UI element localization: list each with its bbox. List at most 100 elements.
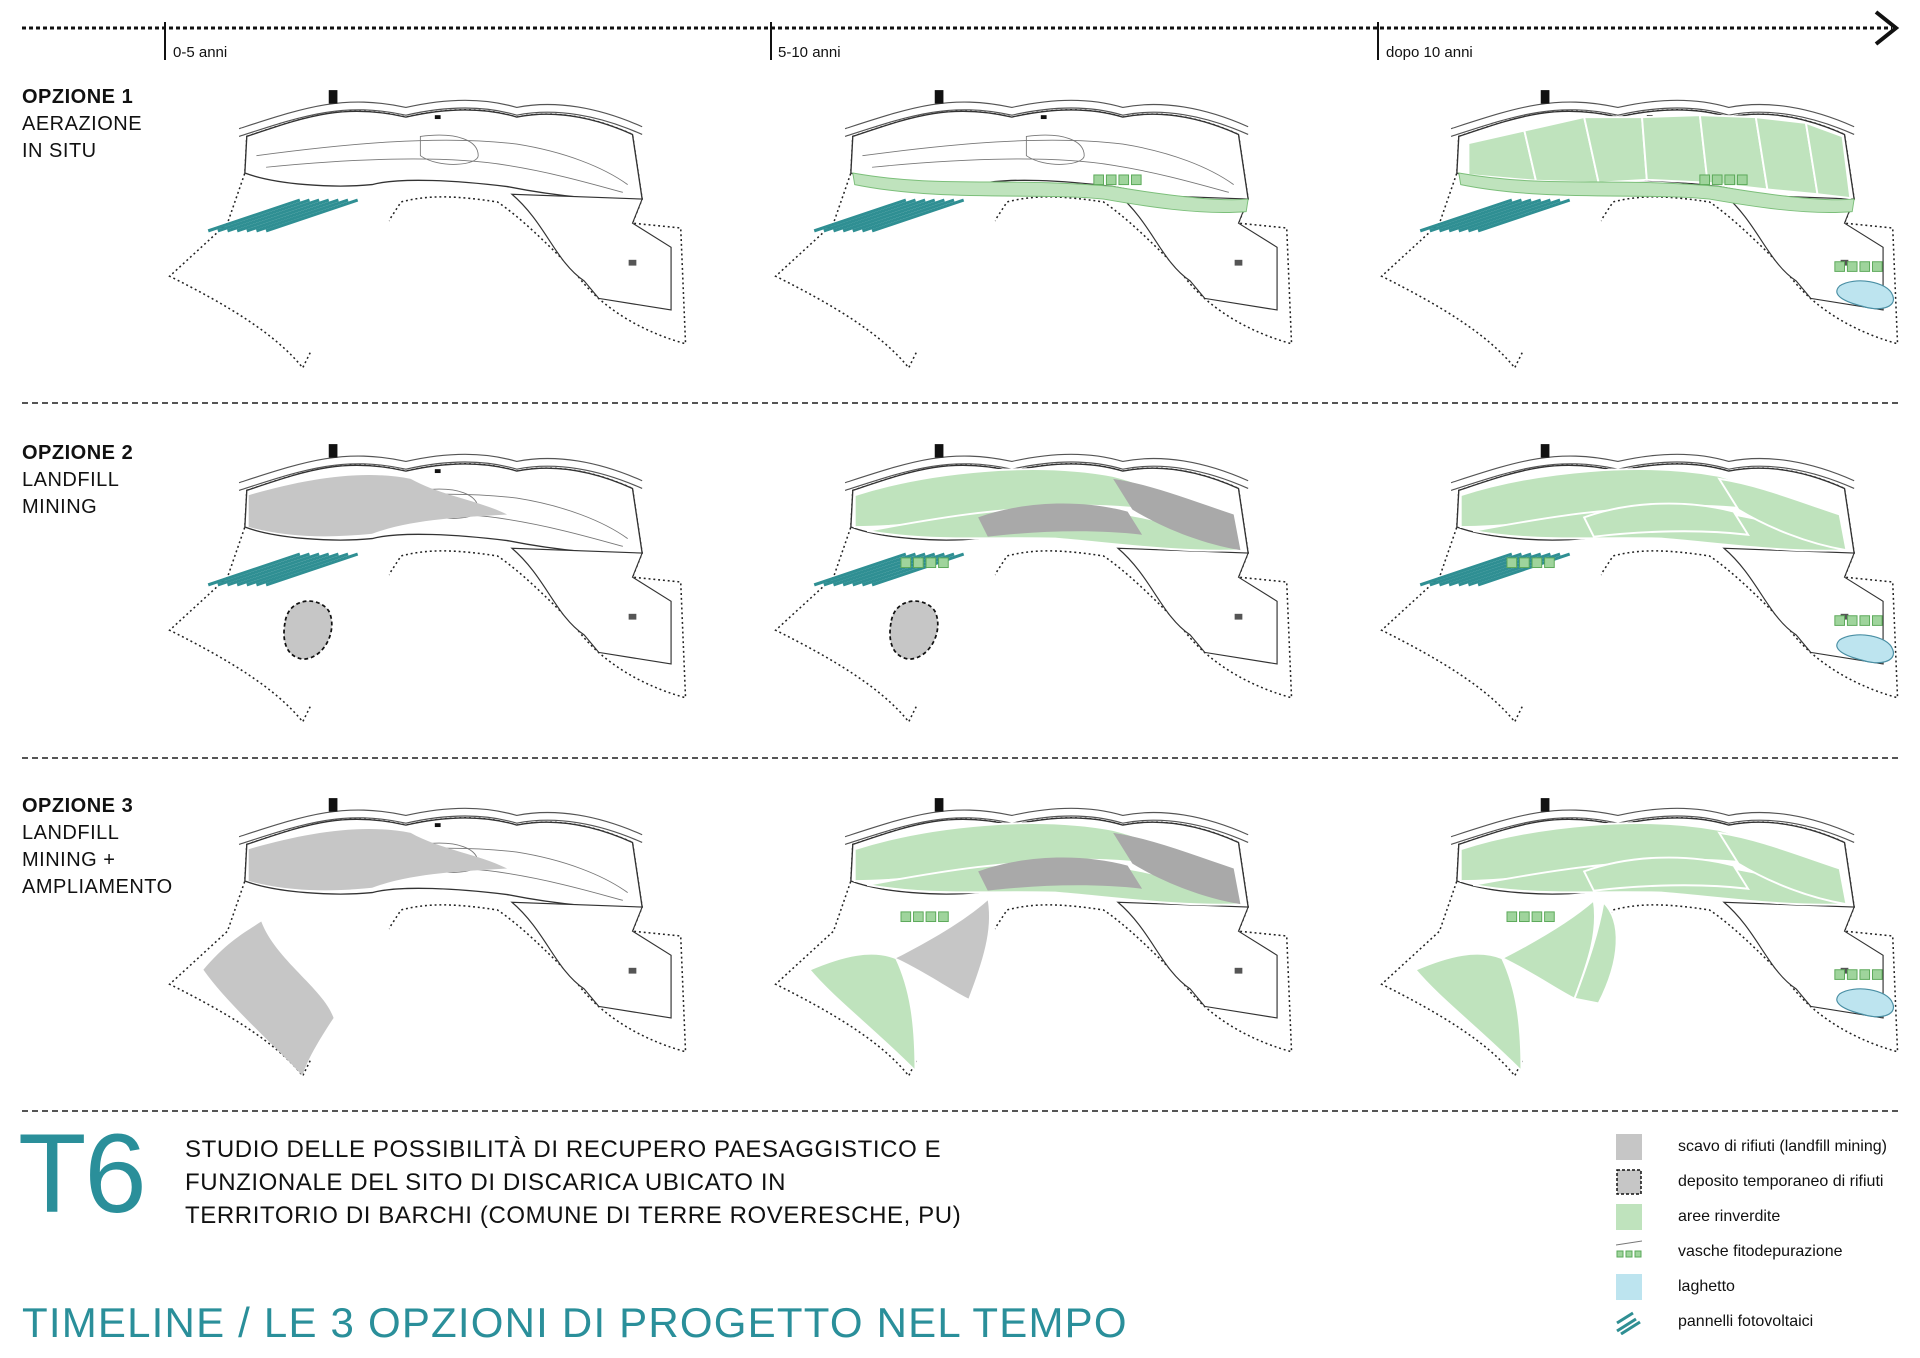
phyto-basin [938,911,949,923]
greened-area [1717,831,1848,906]
phyto-basins [1834,261,1883,272]
greened-area [807,952,917,1074]
phyto-basins [900,911,949,923]
phyto-basin [1724,174,1736,186]
solar-panel-row [823,552,916,587]
site-map-option-1-stage-3 [1380,90,1899,370]
phyto-basin [1834,261,1845,272]
phyto-basins [1506,557,1555,569]
property-boundary [168,109,687,370]
structure-icon [1234,967,1243,974]
building-icon [1540,798,1550,812]
option-line: LANDFILL [22,822,120,844]
phyto-basins [900,557,949,569]
phyto-basin [1544,557,1555,569]
project-code: T6 [18,1111,147,1236]
greened-area [1500,898,1597,1001]
solar-panel-swatch-icon [1616,1311,1641,1335]
site-map-option-1-stage-2 [774,90,1293,370]
phyto-basin [1519,557,1530,569]
landfill-right-body [1116,193,1278,311]
legend-label: aree rinverdite [1678,1208,1781,1225]
landfill-right-body [1722,547,1884,665]
landfill-right-body [1722,901,1884,1019]
solar-panel-row [265,552,359,587]
site-map-option-3-stage-3 [1380,798,1899,1078]
phyto-basin [913,911,924,923]
solar-panel-row [227,552,320,587]
phyto-basins [1093,174,1142,186]
solar-panel-row [246,198,339,233]
perimeter-road [1450,807,1855,838]
phyto-basin [1506,557,1518,569]
building-icon [1540,90,1550,104]
perimeter-road [238,99,643,130]
perimeter-road [844,815,1249,845]
dashed-grey-swatch-icon [1616,1169,1642,1195]
option-number: OPZIONE 2 [22,442,134,464]
perimeter-road [238,107,643,137]
legend-item-pond: laghetto [1616,1273,1735,1301]
site-map-option-3-stage-2 [774,798,1293,1078]
legend-label: pannelli fotovoltaici [1678,1313,1814,1330]
property-boundary [168,463,687,724]
building-icon [328,798,338,812]
solar-panel-row [842,198,936,233]
perimeter-road [1450,453,1855,484]
landfill-lower-body [198,184,392,368]
perimeter-road [844,99,1249,130]
perimeter-road [1450,815,1855,845]
phyto-basin [1871,969,1883,980]
phyto-basins [1699,174,1748,186]
solar-panel-row [207,198,301,233]
property-boundary [168,817,687,1078]
phyto-basin [1846,261,1858,272]
study-title: STUDIO DELLE POSSIBILITÀ DI RECUPERO PAE… [185,1133,961,1232]
timeline-label-0-5: 0-5 anni [173,44,228,61]
study-title-line: STUDIO DELLE POSSIBILITÀ DI RECUPERO PAE… [185,1136,942,1163]
timeline-label-after-10: dopo 10 anni [1386,44,1473,61]
solar-panel-row [1419,552,1513,587]
greened-strip [1458,172,1855,213]
option-3-title: OPZIONE 3 LANDFILL MINING + AMPLIAMENTO [22,793,173,901]
row-divider [22,757,1898,759]
excavation-area [978,857,1143,891]
phyto-basin [1105,174,1117,186]
phyto-basin [1859,615,1871,626]
phyto-basins [1506,911,1555,923]
solar-panel-row [207,552,301,587]
phyto-basin [1859,261,1871,272]
perimeter-road [1450,461,1855,491]
terrace-line [256,139,628,185]
property-boundary [774,817,1293,1078]
excavation-area [1113,478,1241,551]
perimeter-road [844,107,1249,137]
structure-icon [628,967,637,974]
solar-panel-row [1458,198,1551,233]
terrace-line [862,139,1234,185]
landfill-lower-body [1410,538,1604,722]
legend-item-temporary-deposit: deposito temporaneo di rifiuti [1616,1168,1883,1196]
phyto-basin [900,557,912,569]
terrace-line [872,158,1229,193]
pond [1836,634,1895,664]
phyto-basin [938,557,949,569]
building-icon [328,444,338,458]
excavation-area [203,921,334,1076]
site-map-option-2-stage-2 [774,444,1293,724]
row-divider [22,402,1898,404]
greened-area [1413,952,1523,1074]
basins-swatch-icon [1616,1240,1642,1258]
landfill-right-body [510,901,672,1019]
blue-swatch-icon [1616,1274,1642,1300]
solar-panel-row [871,198,965,233]
excavation-area [896,900,990,999]
phyto-basin [1531,557,1543,569]
greened-area [1640,114,1709,184]
option-2-title: OPZIONE 2 LANDFILL MINING [22,440,133,521]
structure-icon [628,613,637,620]
property-boundary [774,109,1293,370]
study-title-line: FUNZIONALE DEL SITO DI DISCARICA UBICATO… [185,1169,787,1196]
pond [1836,280,1895,310]
phyto-basin [913,557,924,569]
